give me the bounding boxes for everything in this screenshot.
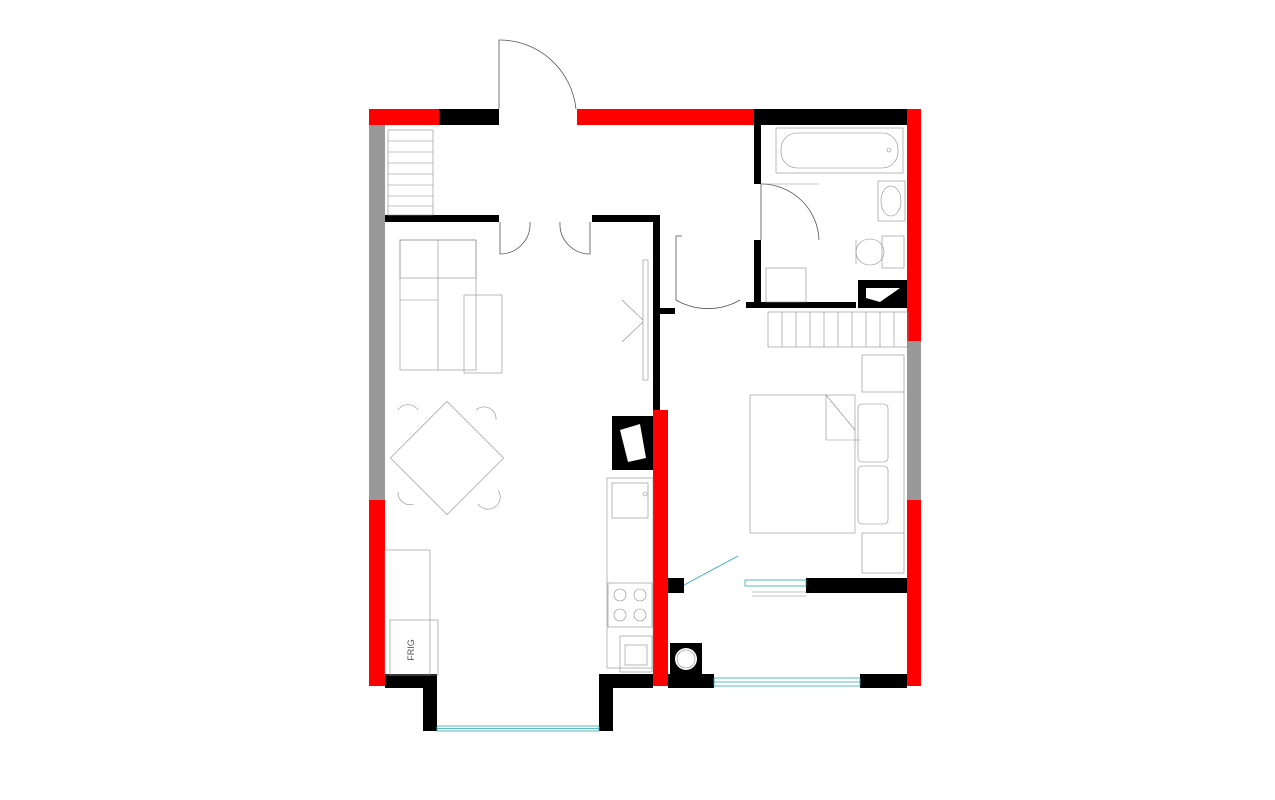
bedroom-door[interactable] xyxy=(675,236,741,309)
kitchen-sink-icon xyxy=(611,482,649,519)
wardrobe xyxy=(861,354,905,574)
doors xyxy=(498,39,820,381)
stairs-right xyxy=(767,311,909,348)
wall-top-middle xyxy=(577,109,760,125)
hall-door-left[interactable] xyxy=(499,221,531,255)
wall-bottom-right-b xyxy=(860,674,907,688)
wall-bathroom-bottom xyxy=(746,302,856,308)
kitchen-counter-right xyxy=(606,477,654,669)
shaft-right-inner xyxy=(866,288,900,302)
wall-top-black-b xyxy=(760,109,907,125)
wall-stub xyxy=(653,308,675,314)
stove-icon xyxy=(607,582,653,628)
washing-machine-icon xyxy=(670,643,702,675)
coffee-table xyxy=(463,294,503,374)
hall-door-right[interactable] xyxy=(559,221,591,255)
stairs-left xyxy=(387,129,434,216)
wall-bath2-a xyxy=(668,578,684,593)
wall-bath2-b xyxy=(806,578,907,593)
window-left xyxy=(369,125,385,500)
wall-bottom-left-b xyxy=(423,674,437,731)
window-right xyxy=(907,341,921,500)
wall-bathroom-left-b xyxy=(754,240,761,308)
wall-hall-lower xyxy=(385,215,499,222)
shaft-details xyxy=(620,288,900,462)
stairs-left-frame xyxy=(387,129,434,216)
wall-right-lower xyxy=(907,500,921,686)
wall-hall-lower-b xyxy=(592,215,659,222)
bathroom-cabinet xyxy=(765,267,807,303)
bathtub-icon xyxy=(775,127,904,174)
oven xyxy=(619,635,653,673)
sliding-door-diag-a xyxy=(621,299,644,321)
washbasin-icon xyxy=(877,180,906,222)
wall-center-divider xyxy=(653,410,668,686)
wall-right-upper xyxy=(907,109,921,341)
wall-top-black-a xyxy=(439,109,499,125)
wall-left-lower xyxy=(369,500,385,686)
wall-top-left xyxy=(369,109,439,125)
fridge: FRIG xyxy=(389,619,439,676)
sliding-door-diag-b xyxy=(621,321,644,343)
window-walls xyxy=(369,125,921,500)
entrance-door[interactable] xyxy=(498,39,577,110)
bathroom-door[interactable] xyxy=(760,183,820,241)
dining-table-icon xyxy=(390,401,504,515)
wall-bathroom-left-a xyxy=(754,109,761,184)
bath2-door-arc xyxy=(683,555,739,586)
shaft-left-inner xyxy=(620,424,646,462)
toilet-icon xyxy=(855,235,905,269)
double-bed-icon xyxy=(749,394,889,534)
glazing-bath2 xyxy=(744,579,807,587)
sofa-icon xyxy=(399,239,477,371)
sliding-door[interactable] xyxy=(642,259,649,381)
glazing-thin xyxy=(752,591,806,597)
interior-walls xyxy=(385,109,907,731)
wall-bottom-right-a xyxy=(668,674,714,688)
fridge-label: FRIG xyxy=(406,639,416,661)
glazing xyxy=(436,555,861,732)
wall-bottom-center-b xyxy=(599,674,613,731)
exterior-walls xyxy=(369,109,921,686)
